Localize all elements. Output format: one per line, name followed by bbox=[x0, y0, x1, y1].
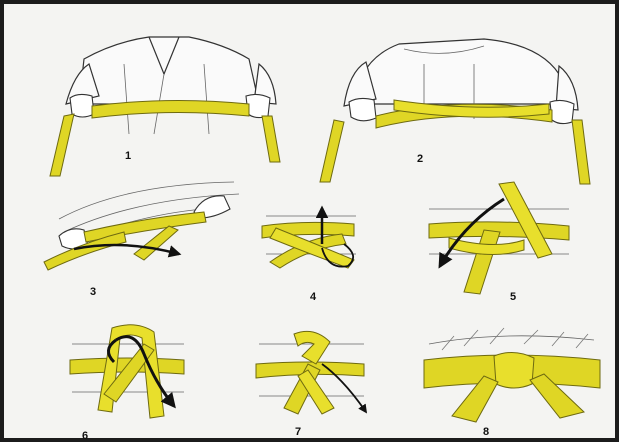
step-5-illustration bbox=[429, 182, 569, 294]
step-5-number: 5 bbox=[510, 291, 516, 303]
step-8-illustration bbox=[424, 328, 600, 422]
step-1-number: 1 bbox=[125, 150, 131, 162]
illustration bbox=[4, 4, 615, 438]
step-4-illustration bbox=[262, 208, 356, 268]
step-2-illustration bbox=[320, 39, 590, 184]
step-8-number: 8 bbox=[483, 426, 489, 438]
step-6-illustration bbox=[70, 325, 184, 418]
step-3-number: 3 bbox=[90, 286, 96, 298]
step-7-number: 7 bbox=[295, 426, 301, 438]
step-6-number: 6 bbox=[82, 430, 88, 442]
step-4-number: 4 bbox=[310, 291, 316, 303]
belt-band bbox=[92, 100, 249, 118]
step-2-number: 2 bbox=[417, 153, 423, 165]
step-3-illustration bbox=[44, 182, 239, 270]
step-1-illustration bbox=[50, 37, 280, 176]
step-7-illustration bbox=[256, 331, 366, 414]
